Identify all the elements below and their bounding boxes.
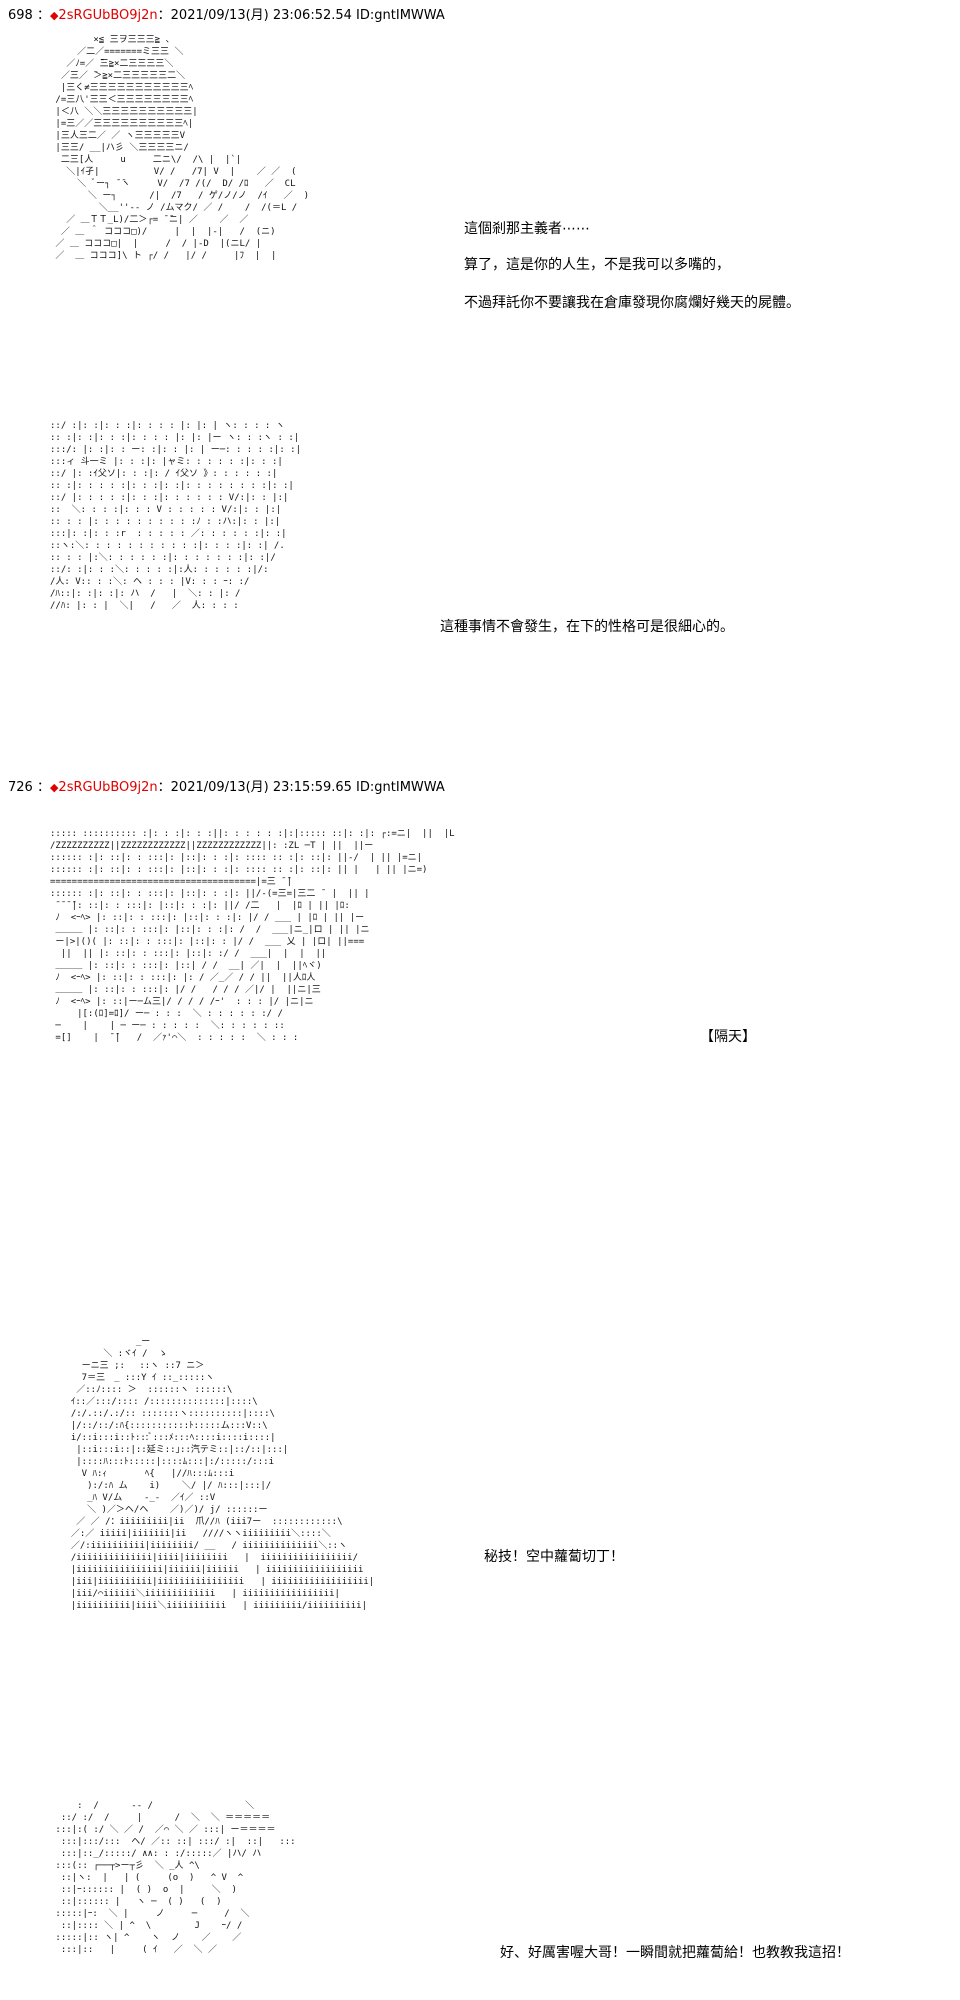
poster-trip[interactable]: 2sRGUbBO9j2n (58, 8, 158, 23)
post-info: ：2021/09/13(月) 23:06:52.54 ID:gntIMWWA (157, 8, 445, 23)
dialog-line: 算了，這是你的人生，不是我可以多嘴的， (464, 257, 730, 273)
trip-diamond-icon: ◆ (49, 9, 59, 22)
ascii-art-closeup: ::/ :|: :|: : :|: : : : |: |: | ヽ: : : :… (50, 421, 301, 611)
ascii-art-chef: _ー ＼ :ヾｲ / ゝ ーニ三 ;: ::ヽ ::7 ニ＞ 7＝三 _ :::… (70, 1337, 375, 1611)
ascii-art-reaction: : / -- / ＼ ::/ :/ / | / ＼ ＼ ＝＝＝＝＝ :::|:(… (55, 1801, 296, 1955)
trip-diamond-icon: ◆ (49, 781, 59, 794)
dialog-line: 這種事情不會發生，在下的性格可是很細心的。 (440, 619, 734, 635)
dialog-line: 好、好厲害喔大哥！一瞬間就把蘿蔔給！也教教我這招！ (500, 1945, 850, 1961)
dialog-line: 不過拜託你不要讓我在倉庫發現你腐爛好幾天的屍體。 (464, 295, 800, 311)
dialog-line: 秘技！空中蘿蔔切丁！ (484, 1549, 624, 1565)
post-info: ：2021/09/13(月) 23:15:59.65 ID:gntIMWWA (157, 780, 445, 795)
dialog-line: 這個剎那主義者⋯⋯ (464, 221, 590, 237)
ascii-art-character: ×≦ 三ヲ三三三≧ 、 ／二／=======ミ三三 ＼ ／ﾉ=／ ̄三≧×二三三… (55, 35, 309, 261)
scene-caption: 【隔天】 (700, 1029, 756, 1045)
post-header: 726 ：◆2sRGUbBO9j2n：2021/09/13(月) 23:15:5… (8, 776, 445, 795)
post-header: 698 ：◆2sRGUbBO9j2n：2021/09/13(月) 23:06:5… (8, 4, 445, 23)
post-number: 698 ： (8, 8, 50, 23)
poster-trip[interactable]: 2sRGUbBO9j2n (58, 780, 158, 795)
post-number: 726 ： (8, 780, 50, 795)
ascii-art-warehouse: ::::: :::::::::: :|: : :|: : :||: : : : … (50, 829, 455, 1043)
